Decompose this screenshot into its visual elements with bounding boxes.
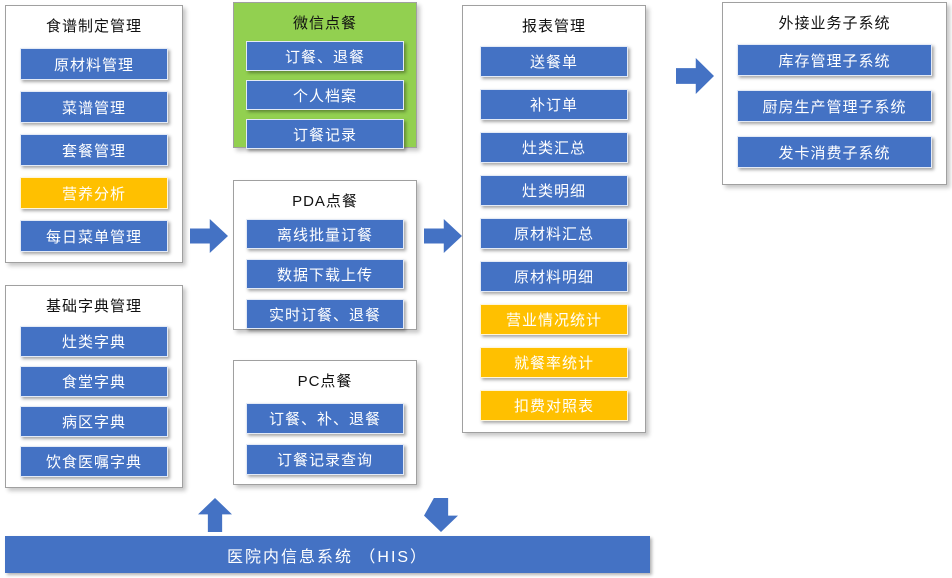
group-dictionary-management: 基础字典管理 灶类字典 食堂字典 病区字典 饮食医嘱字典	[5, 285, 183, 488]
group-title: 报表管理	[521, 18, 586, 35]
module-item: 补订单	[480, 89, 628, 120]
module-item: 个人档案	[246, 80, 404, 110]
module-item: 订餐、补、退餐	[246, 403, 404, 434]
group-items: 送餐单 补订单 灶类汇总 灶类明细 原材料汇总 原材料明细 营业情况统计 就餐率…	[463, 46, 645, 421]
group-items: 订餐、补、退餐 订餐记录查询	[234, 403, 416, 475]
module-item: 原材料汇总	[480, 218, 628, 249]
module-item: 灶类字典	[20, 326, 168, 357]
module-item: 实时订餐、退餐	[246, 299, 404, 329]
module-item: 厨房生产管理子系统	[737, 90, 932, 122]
group-title: 微信点餐	[292, 15, 357, 32]
module-item: 原材料管理	[20, 48, 168, 80]
group-title: 食谱制定管理	[45, 18, 142, 35]
group-pc-ordering: PC点餐 订餐、补、退餐 订餐记录查询	[233, 360, 417, 485]
group-title: 基础字典管理	[45, 298, 142, 315]
module-item: 营养分析	[20, 177, 168, 209]
group-items: 灶类字典 食堂字典 病区字典 饮食医嘱字典	[6, 326, 182, 477]
group-items: 库存管理子系统 厨房生产管理子系统 发卡消费子系统	[723, 44, 946, 168]
group-items: 订餐、退餐 个人档案 订餐记录	[234, 41, 416, 149]
group-items: 离线批量订餐 数据下载上传 实时订餐、退餐	[234, 219, 416, 329]
block-arrow-right-icon	[676, 58, 714, 94]
group-pda-ordering: PDA点餐 离线批量订餐 数据下载上传 实时订餐、退餐	[233, 180, 417, 330]
module-item: 离线批量订餐	[246, 219, 404, 249]
group-title: 外接业务子系统	[778, 15, 891, 32]
module-item: 每日菜单管理	[20, 220, 168, 252]
module-item: 病区字典	[20, 406, 168, 437]
module-item: 订餐记录查询	[246, 444, 404, 475]
module-item: 送餐单	[480, 46, 628, 77]
module-item: 食堂字典	[20, 366, 168, 397]
block-arrow-up-icon	[198, 498, 232, 532]
module-item: 扣费对照表	[480, 390, 628, 421]
module-item: 灶类明细	[480, 175, 628, 206]
block-arrow-right-icon	[424, 219, 462, 253]
group-recipe-management: 食谱制定管理 原材料管理 菜谱管理 套餐管理 营养分析 每日菜单管理	[5, 5, 183, 263]
module-item: 营业情况统计	[480, 304, 628, 335]
group-title: PC点餐	[297, 373, 353, 390]
module-item: 订餐、退餐	[246, 41, 404, 71]
module-item: 发卡消费子系统	[737, 136, 932, 168]
his-bar: 医院内信息系统 （HIS）	[5, 536, 650, 573]
block-arrow-right-icon	[190, 219, 228, 253]
group-wechat-ordering: 微信点餐 订餐、退餐 个人档案 订餐记录	[233, 2, 417, 149]
module-item: 原材料明细	[480, 261, 628, 292]
module-item: 库存管理子系统	[737, 44, 932, 76]
module-item: 饮食医嘱字典	[20, 446, 168, 477]
group-title: PDA点餐	[292, 193, 358, 210]
block-arrow-down-icon	[424, 498, 458, 532]
group-external-subsystems: 外接业务子系统 库存管理子系统 厨房生产管理子系统 发卡消费子系统	[722, 2, 947, 185]
group-report-management: 报表管理 送餐单 补订单 灶类汇总 灶类明细 原材料汇总 原材料明细 营业情况统…	[462, 5, 646, 433]
module-item: 灶类汇总	[480, 132, 628, 163]
module-item: 订餐记录	[246, 119, 404, 149]
module-item: 数据下载上传	[246, 259, 404, 289]
module-item: 就餐率统计	[480, 347, 628, 378]
module-item: 菜谱管理	[20, 91, 168, 123]
group-items: 原材料管理 菜谱管理 套餐管理 营养分析 每日菜单管理	[6, 48, 182, 252]
module-item: 套餐管理	[20, 134, 168, 166]
